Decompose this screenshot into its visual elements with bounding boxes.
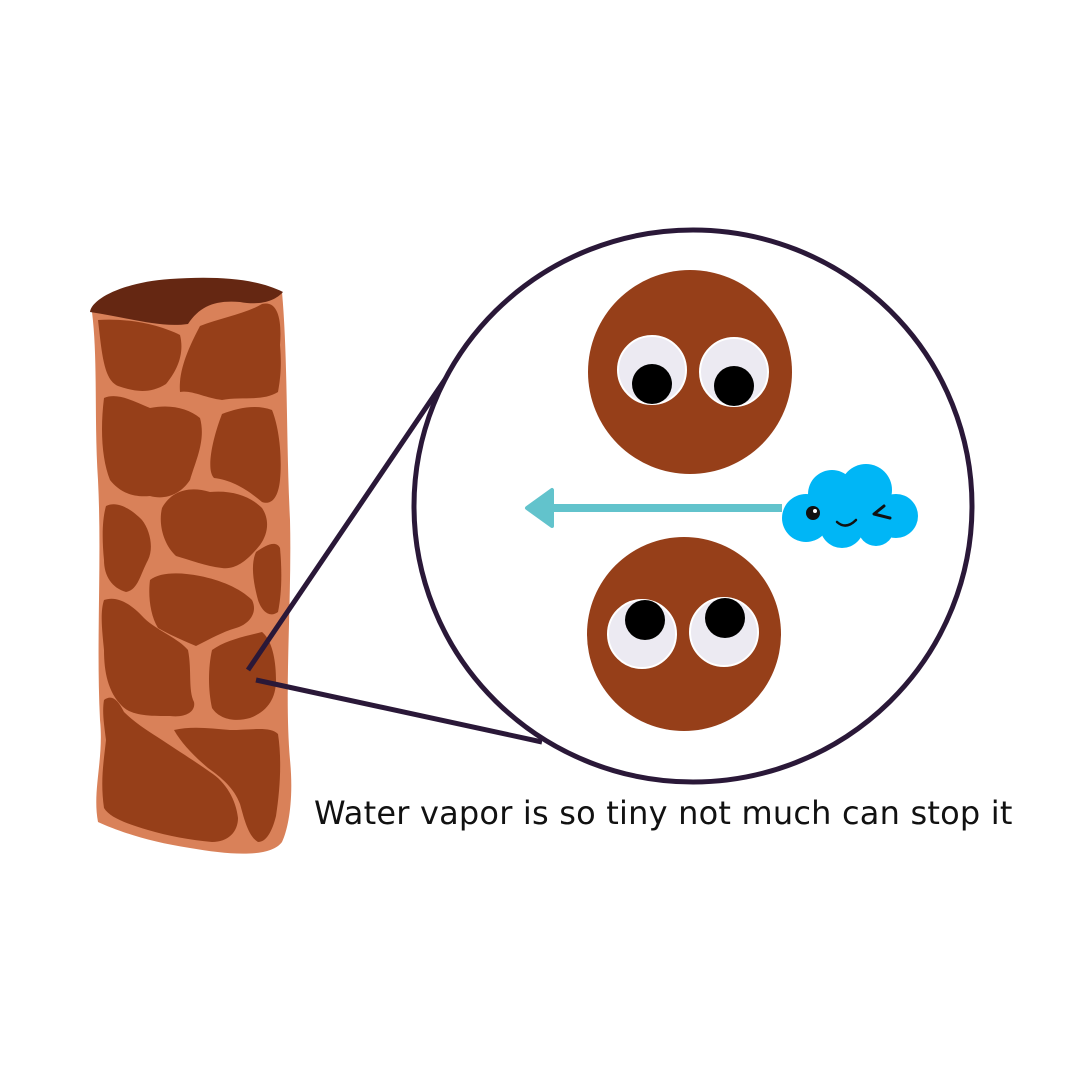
grain — [102, 697, 239, 842]
column-top-cap — [90, 277, 283, 325]
cloud-eye — [806, 506, 820, 520]
zoom-line-upper — [245, 376, 449, 672]
googly-eye-right — [699, 337, 769, 407]
googly-eye-left — [607, 599, 677, 669]
grain — [252, 543, 282, 615]
grain — [98, 319, 182, 391]
grain — [102, 504, 151, 592]
grain — [101, 598, 195, 717]
column-grains — [98, 303, 282, 842]
water-vapor-cloud-icon — [782, 464, 918, 548]
particle-body — [587, 537, 781, 731]
googly-eye-left — [617, 335, 687, 405]
zoom-lines — [245, 376, 543, 745]
zoom-line-lower — [255, 677, 543, 745]
googly-eye-right — [689, 597, 759, 667]
particle-body — [588, 270, 792, 474]
grain — [149, 573, 255, 646]
grain — [210, 407, 281, 503]
grain — [174, 727, 281, 842]
left-arrow-icon — [525, 488, 782, 528]
particle-lower — [587, 537, 781, 731]
porous-column — [90, 277, 292, 854]
particle-upper — [588, 270, 792, 474]
cloud-smile — [835, 518, 858, 527]
grain — [160, 489, 268, 569]
grain — [179, 303, 281, 400]
cloud-wink — [872, 504, 892, 520]
grain — [102, 396, 202, 498]
caption-text: Water vapor is so tiny not much can stop… — [314, 794, 1013, 832]
